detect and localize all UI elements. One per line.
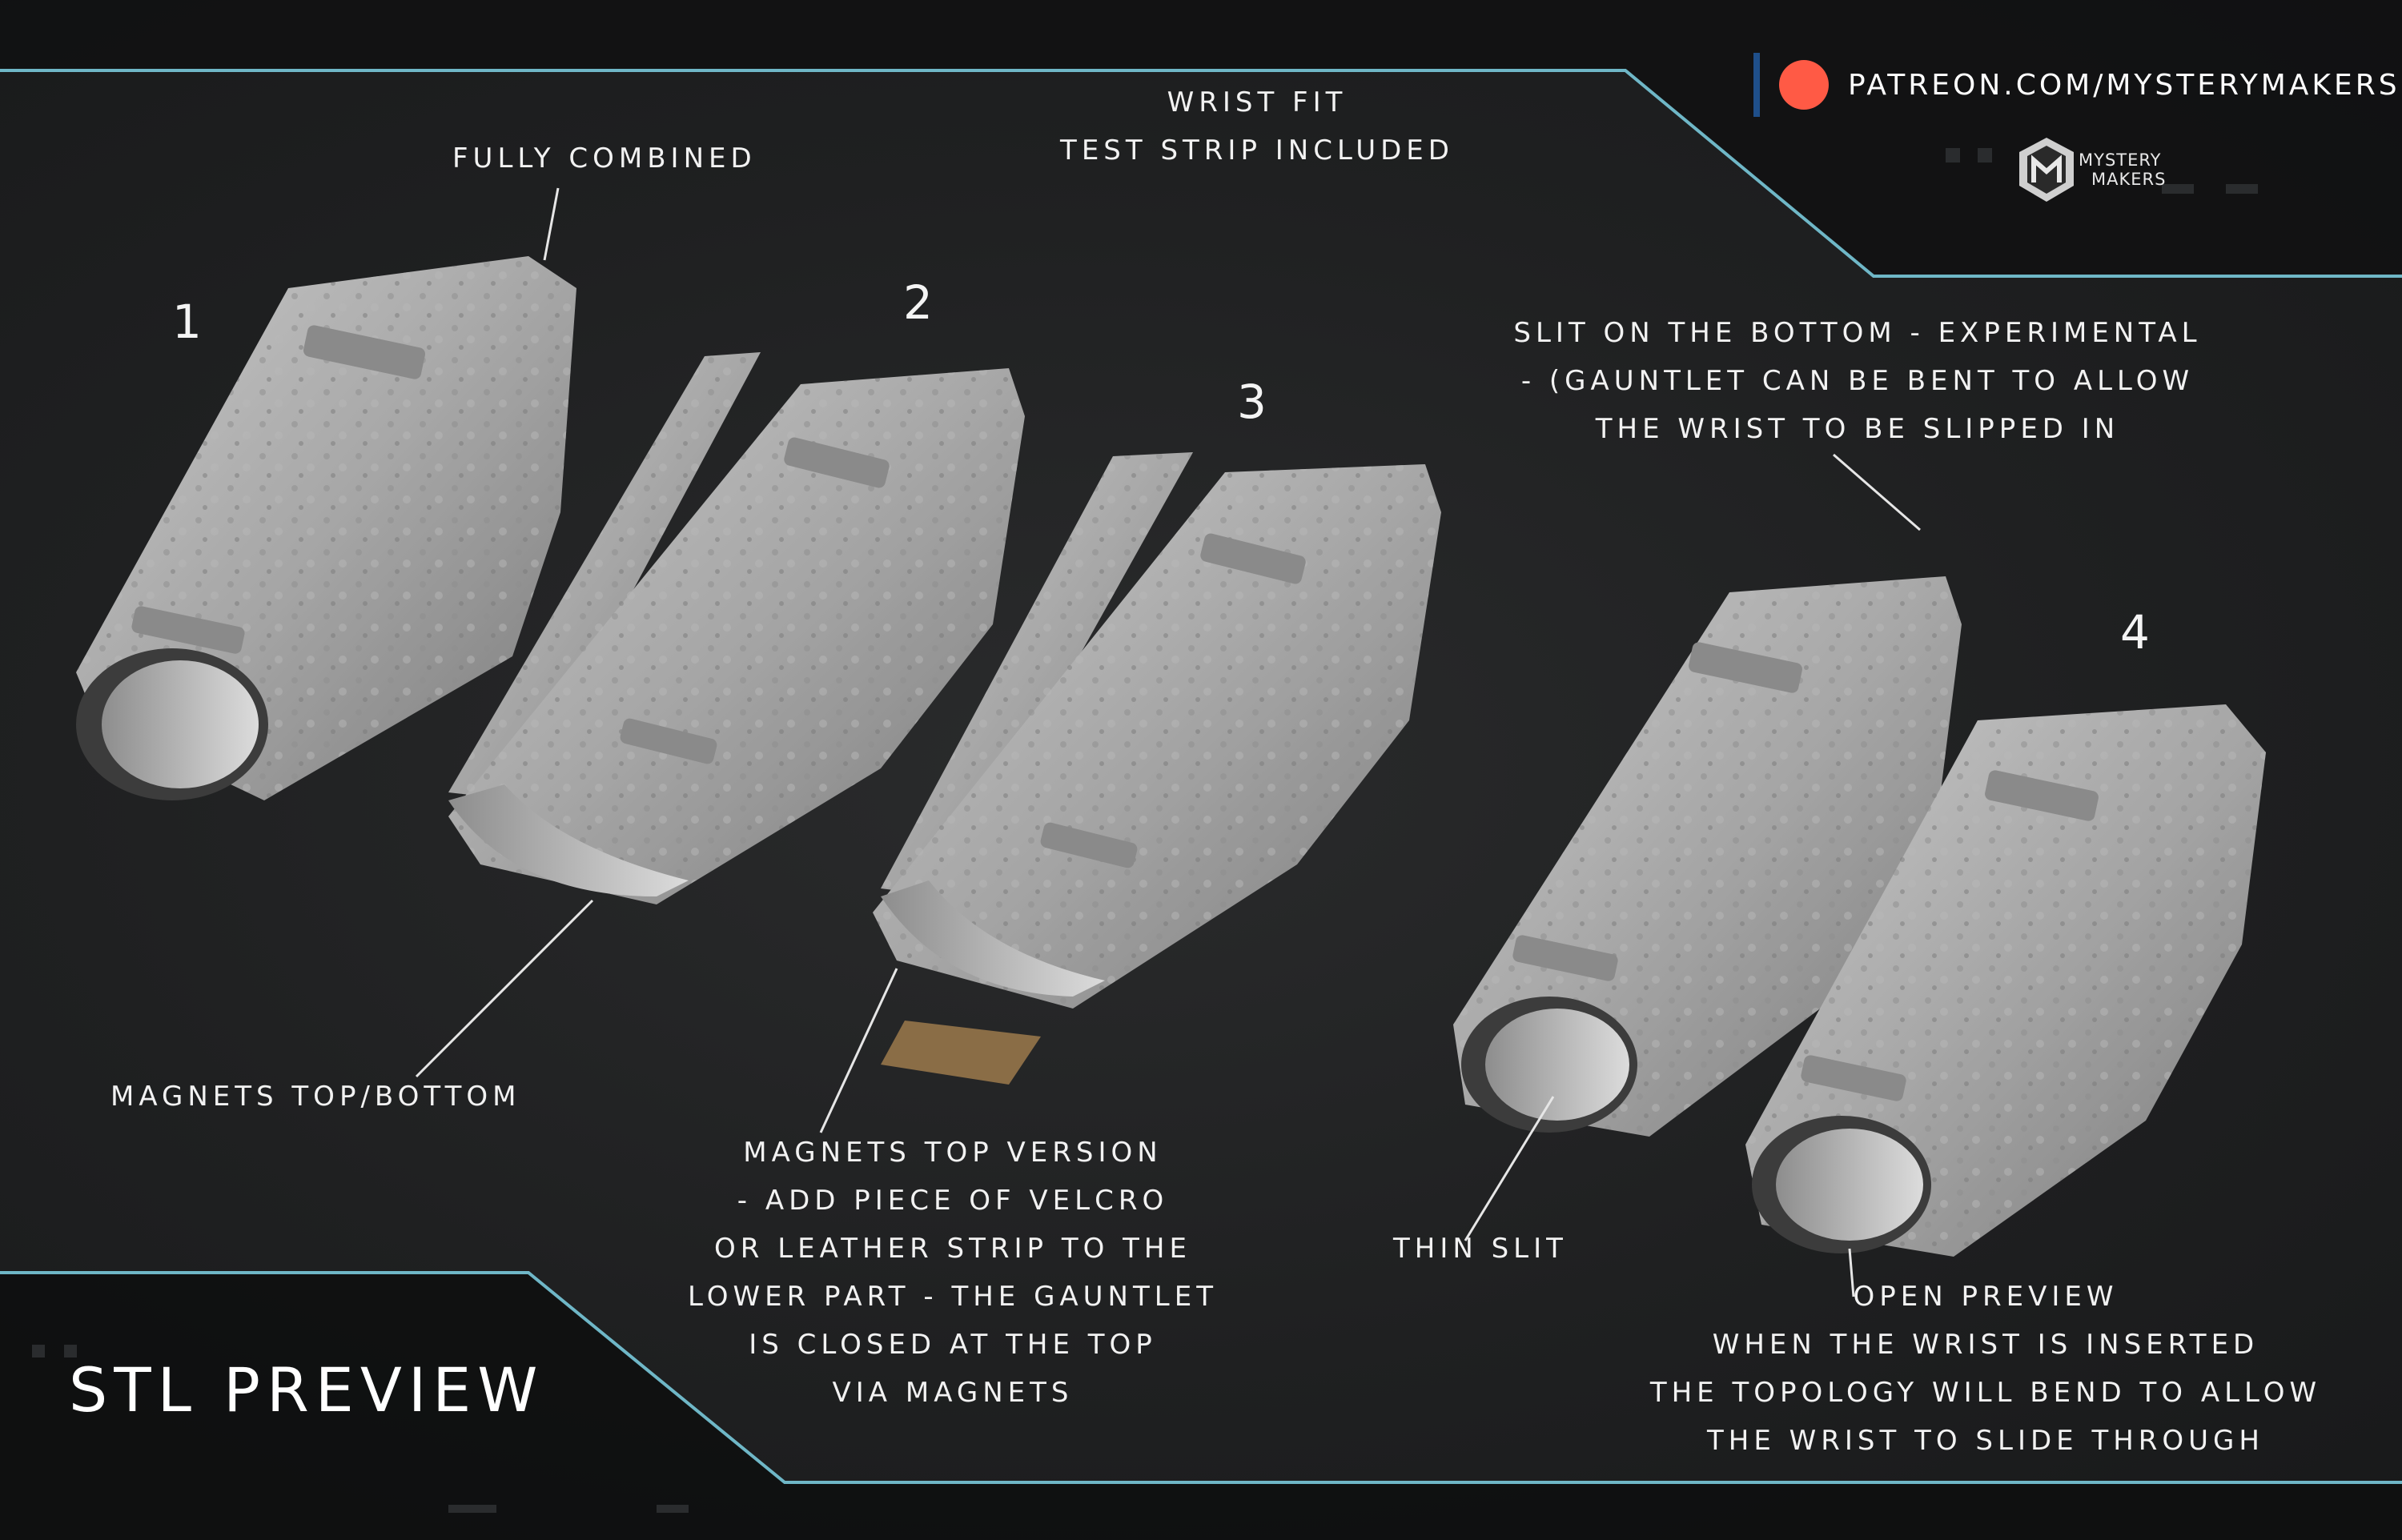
number-1: 1 (172, 295, 202, 349)
patreon-url: PATREON.COM/MYSTERYMAKERS (1848, 68, 2400, 102)
page-title: STL PREVIEW (69, 1354, 544, 1426)
label-fully-combined: FULLY COMBINED (452, 142, 757, 174)
brand-logo: MYSTERY MAKERS (2018, 136, 2166, 203)
gauntlet-1 (76, 256, 576, 800)
gauntlet-3 (873, 452, 1441, 1085)
gauntlet-4-right (1745, 704, 2266, 1257)
label-open-preview: OPEN PREVIEW WHEN THE WRIST IS INSERTED … (1649, 1281, 2322, 1457)
mystery-makers-logo-icon (2019, 138, 2074, 202)
number-3: 3 (1237, 375, 1267, 429)
gauntlet-2 (448, 352, 1025, 904)
patreon-bar (1753, 53, 1760, 117)
patreon-link[interactable]: PATREON.COM/MYSTERYMAKERS (1753, 53, 2400, 117)
number-4: 4 (2120, 605, 2150, 660)
patreon-logo-icon (1779, 60, 1829, 110)
brand-line-1: MYSTERY (2079, 150, 2162, 170)
label-wrist-fit: WRIST FIT TEST STRIP INCLUDED (1060, 86, 1454, 166)
label-magnets-top-bottom: MAGNETS TOP/BOTTOM (110, 1081, 521, 1113)
leader-lines (415, 187, 1921, 1297)
label-thin-slit: THIN SLIT (1393, 1233, 1568, 1265)
number-2: 2 (903, 275, 933, 330)
label-slit-bottom: SLIT ON THE BOTTOM - EXPERIMENTAL - (GAU… (1513, 317, 2202, 445)
label-magnets-top-version: MAGNETS TOP VERSION - ADD PIECE OF VELCR… (688, 1137, 1218, 1409)
brand-line-2: MAKERS (2091, 170, 2167, 189)
